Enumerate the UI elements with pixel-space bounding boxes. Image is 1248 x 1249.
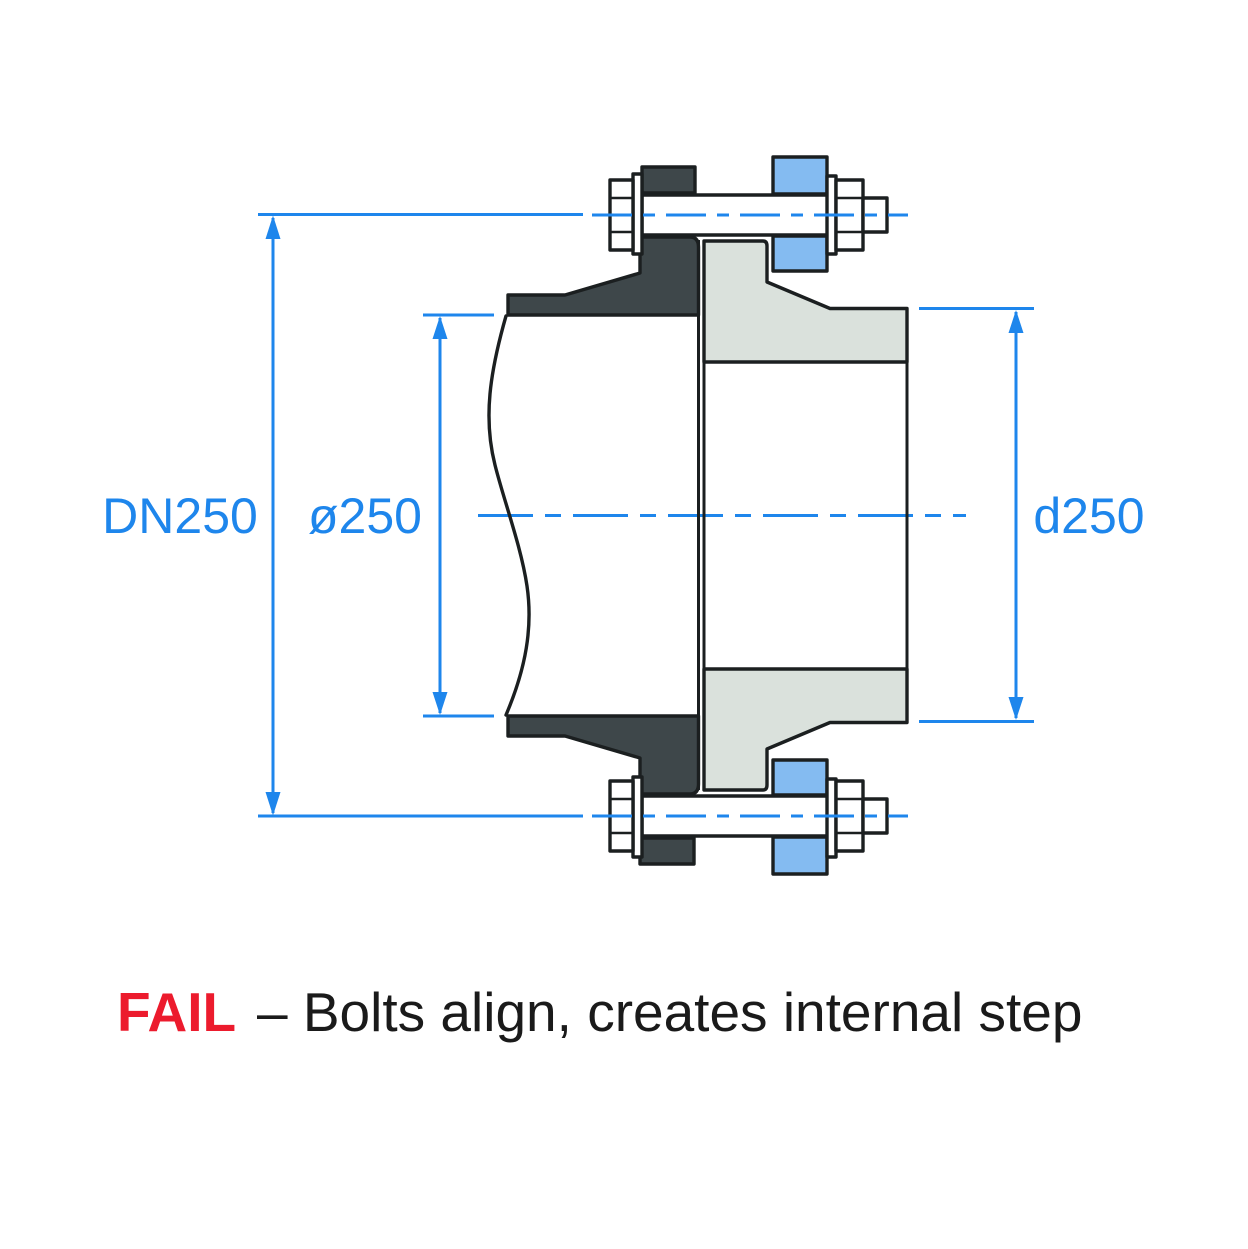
top-bolt-lower-washer-blue (771, 234, 829, 273)
right-flange (702, 239, 909, 792)
left-flange-ring-bottom-section (638, 836, 696, 866)
dn250-arrow-down (265, 792, 281, 816)
bottom-bolt-assembly (592, 758, 908, 876)
bore-arrow-up (432, 316, 448, 339)
dimension-bore-250: ø250 (308, 313, 494, 718)
caption: FAIL – Bolts align, creates internal ste… (117, 981, 1082, 1043)
caption-status: FAIL (117, 981, 236, 1043)
d250-arrow-down (1008, 697, 1024, 720)
right-flange-upper-section (702, 239, 909, 364)
left-flange-ring-top-section (640, 165, 697, 195)
d250-arrow-up (1008, 310, 1024, 333)
left-flange-lower-section (506, 714, 701, 796)
caption-text: – Bolts align, creates internal step (257, 981, 1082, 1043)
left-flange-upper-section (506, 235, 701, 317)
bore-arrow-down (432, 692, 448, 715)
bottom-bolt-upper-washer-blue (771, 758, 829, 797)
top-bolt-upper-washer-blue (771, 155, 829, 196)
dn250-label: DN250 (102, 488, 258, 544)
top-bolt-assembly (592, 155, 908, 273)
d250-label: d250 (1033, 488, 1144, 544)
bore-label: ø250 (308, 488, 422, 544)
bottom-bolt-lower-washer-blue (771, 835, 829, 876)
right-flange-lower-section (702, 667, 909, 792)
pipe-break-line (487, 314, 531, 717)
dn250-arrow-up (265, 215, 281, 239)
dimension-dn250: DN250 (102, 213, 583, 818)
dimension-d250: d250 (919, 307, 1145, 723)
